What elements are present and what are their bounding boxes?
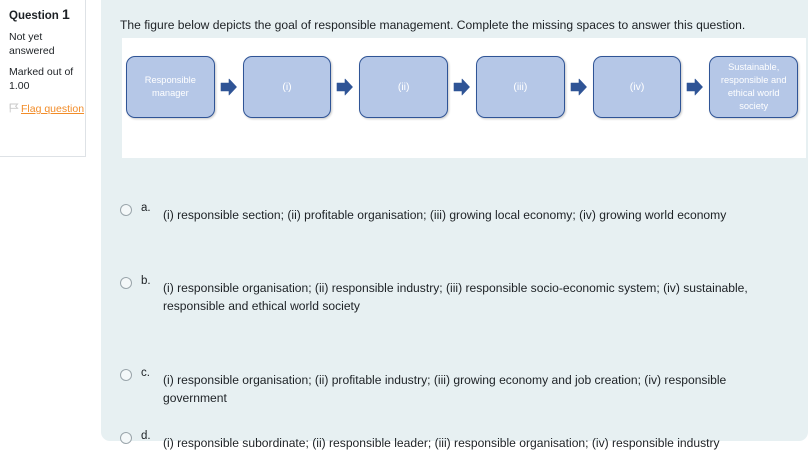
flow-box-2: (i) [242,56,332,118]
answer-option-a[interactable]: a. (i) responsible section; (ii) profita… [120,192,792,238]
right-arrow-icon [336,75,354,99]
answer-letter-a: a. [141,202,151,214]
right-arrow-icon [453,75,471,99]
answer-letter-c: c. [141,367,150,380]
radio-button-a[interactable] [120,204,132,216]
question-title: Question 1 [9,6,77,23]
radio-button-b[interactable] [120,277,132,289]
right-arrow-icon [570,75,588,99]
flow-diagram: Responsible manager (i) (ii) [126,56,799,118]
answer-text-b[interactable]: (i) responsible organisation; (ii) respo… [163,281,748,313]
radio-button-c[interactable] [120,369,132,382]
question-state: Not yet answered [9,30,55,57]
question-page: Question 1 Not yet answered Marked out o… [0,0,808,450]
right-arrow-icon [686,75,704,99]
question-number: 1 [62,6,70,22]
answer-letter-d: d. [141,430,151,443]
answer-option-d[interactable]: d. (i) responsible subordinate; (ii) res… [120,420,792,466]
right-arrow-icon [220,75,238,99]
flow-box-3: (ii) [359,56,449,118]
flag-icon [9,103,19,113]
answer-option-b[interactable]: b. (i) responsible organisation; (ii) re… [120,265,792,315]
radio-button-d[interactable] [120,432,132,445]
answer-option-c[interactable]: c. (i) responsible organisation; (ii) pr… [120,357,792,407]
answer-text-c[interactable]: (i) responsible organisation; (ii) profi… [163,373,727,405]
answer-text-a[interactable]: (i) responsible section; (ii) profitable… [163,208,727,222]
flow-box-1: Responsible manager [126,56,215,118]
flow-box-5: (iv) [592,56,682,118]
flag-question-link[interactable]: Flag question [21,103,85,116]
question-title-label: Question [9,10,59,22]
answer-letter-b: b. [141,275,151,287]
figure-canvas: Responsible manager (i) (ii) [122,38,806,158]
answer-options: a. (i) responsible section; (ii) profita… [120,188,792,466]
question-info-panel: Question 1 Not yet answered Marked out o… [0,0,86,157]
question-panel: The figure below depicts the goal of res… [101,0,808,450]
answer-text-d[interactable]: (i) responsible subordinate; (ii) respon… [163,436,720,451]
question-text: The figure below depicts the goal of res… [120,18,746,32]
flow-box-4: (iii) [476,56,565,118]
flag-question[interactable]: Flag question [9,103,84,117]
flow-box-6: Sustainable, responsible and ethical wor… [709,56,799,118]
question-grade: Marked out of 1.00 [9,66,74,93]
